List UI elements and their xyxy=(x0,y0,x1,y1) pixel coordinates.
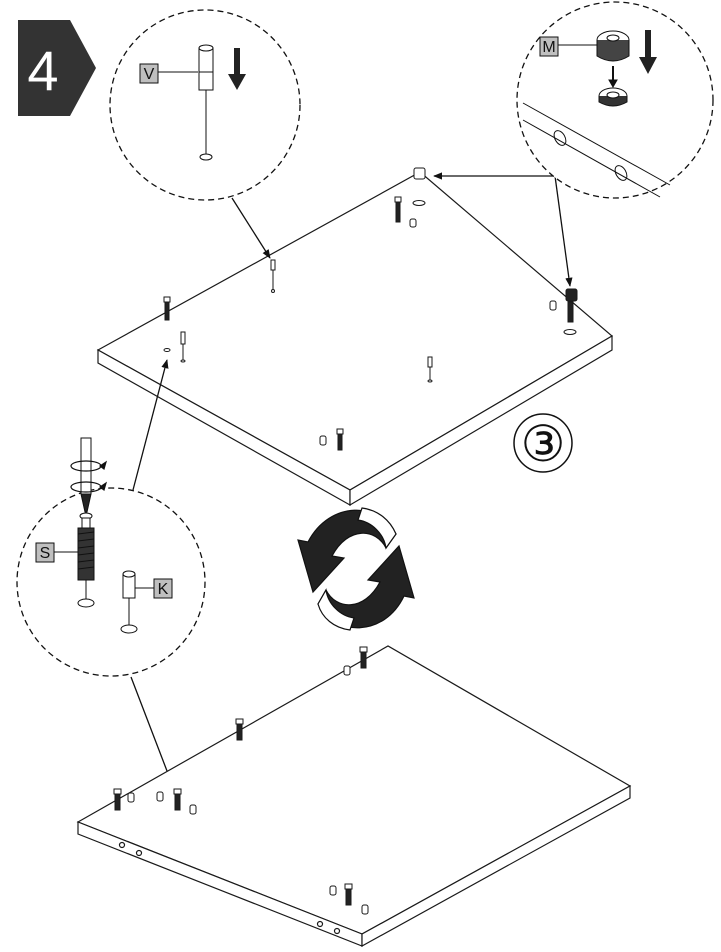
bolt-bottom-2 xyxy=(235,718,244,741)
cam-lock-right xyxy=(563,288,578,335)
label-box-k xyxy=(153,578,173,599)
label-box-m xyxy=(539,36,559,57)
bottom-panel-fittings xyxy=(113,646,369,915)
bolt-top-3 xyxy=(336,428,344,451)
screwdriver-icon xyxy=(80,437,92,513)
callout-arrows xyxy=(130,172,573,785)
dowel-top-2 xyxy=(549,300,557,311)
bolt-top-2 xyxy=(163,296,171,352)
dowel-top-1 xyxy=(409,218,417,228)
arrow-m-to-right-cam xyxy=(554,175,573,287)
bolt-bottom-3 xyxy=(113,788,122,811)
step-badge-shape xyxy=(18,20,96,116)
part-label-v: V xyxy=(144,66,155,83)
dowel-top-3 xyxy=(319,435,327,446)
dowel-k-icon xyxy=(120,570,138,634)
down-arrow-icon xyxy=(228,48,246,90)
edge-hole xyxy=(118,841,126,849)
dowel-bottom-4 xyxy=(189,804,197,815)
sub-step-number: ③ xyxy=(521,416,566,472)
bottom-panel-edge-right xyxy=(361,784,631,948)
top-panel-edge-right xyxy=(349,334,613,507)
cam-lock-m-icon xyxy=(596,30,630,107)
cam-lock-top xyxy=(412,167,426,206)
dowel-bottom-5 xyxy=(329,885,337,896)
part-label-s: S xyxy=(40,545,51,562)
dowel-bottom-3 xyxy=(156,791,164,802)
bolt-bottom-1 xyxy=(359,646,368,669)
edge-hole xyxy=(135,849,143,857)
dowel-bottom-2 xyxy=(127,792,135,803)
bottom-panel xyxy=(76,645,632,948)
sub-step-marker: ③ xyxy=(513,413,573,473)
top-panel-fittings xyxy=(163,167,578,451)
callout-s-k: S K xyxy=(16,437,206,677)
arrow-s-to-top-panel xyxy=(132,359,169,491)
panel-edge-detail xyxy=(522,102,671,198)
bolt-top-1 xyxy=(394,196,402,223)
step-badge: 4 xyxy=(18,20,96,116)
edge-hole xyxy=(316,920,324,928)
dowel-bottom-6 xyxy=(361,904,369,915)
label-box-v xyxy=(139,63,159,84)
part-label-m: M xyxy=(542,39,555,56)
pin-top-2 xyxy=(180,331,186,363)
bolt-bottom-4 xyxy=(173,788,182,811)
callout-m: M xyxy=(516,1,714,199)
top-panel xyxy=(96,171,614,507)
edge-hole xyxy=(333,927,341,935)
pin-top-3 xyxy=(427,356,433,383)
arrow-s-to-bottom-panel xyxy=(130,676,173,785)
rotate-screw-icon xyxy=(70,460,108,493)
bottom-panel-face xyxy=(76,645,632,935)
down-arrow-icon xyxy=(639,30,657,74)
arrow-v-to-panel xyxy=(231,197,271,259)
pin-v-icon xyxy=(198,44,214,161)
pin-top-1 xyxy=(270,259,276,293)
bolt-bottom-5 xyxy=(344,883,353,906)
part-label-k: K xyxy=(158,581,169,598)
rotate-arrows-icon xyxy=(297,507,415,631)
screw-s-icon xyxy=(77,512,95,608)
step-number: 4 xyxy=(27,39,58,102)
callout-v: V xyxy=(109,9,301,201)
dowel-bottom-1 xyxy=(343,665,351,676)
